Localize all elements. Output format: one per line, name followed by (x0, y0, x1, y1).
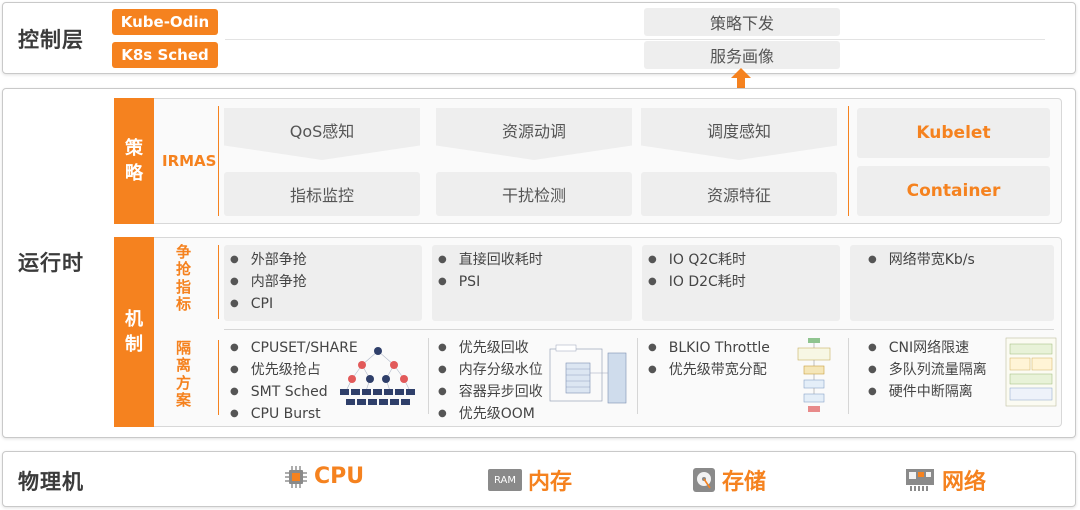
isolation-title-char-3: 方 (176, 373, 192, 392)
strategy-bar: 策 略 (114, 98, 154, 224)
memory-label: 内存 (528, 470, 573, 495)
isolation-title: 隔 离 方 案 (176, 339, 192, 409)
ram-icon: RAM (488, 469, 522, 491)
service-profile-box: 服务画像 (644, 41, 840, 69)
list-item: IO Q2C耗时 (648, 250, 746, 272)
contention-cpu-list: 外部争抢 内部争抢 CPI (230, 250, 307, 316)
blkio-flowchart-thumbnail (797, 338, 831, 412)
cpu-resource: CPU (284, 464, 364, 489)
isolation-cpu-list: CPUSET/SHARE 优先级抢占 SMT Sched CPU Burst (230, 338, 358, 426)
list-item: CNI网络限速 (868, 338, 987, 360)
cpu-label: CPU (314, 464, 365, 489)
physical-layer-label: 物理机 (18, 470, 84, 494)
list-item: 网络带宽Kb/s (868, 250, 975, 272)
network-resource: 网络 (904, 464, 986, 496)
irmas-label: IRMAS (162, 152, 217, 170)
container-box: Container (857, 166, 1050, 216)
list-item: 多队列流量隔离 (868, 360, 987, 382)
mechanism-bar-char-1: 机 (125, 308, 143, 330)
network-label: 网络 (942, 470, 987, 495)
list-item: 内部争抢 (230, 272, 307, 294)
isolation-col-divider-3 (848, 338, 849, 414)
isolation-divider (218, 340, 219, 415)
isolation-net-list: CNI网络限速 多队列流量隔离 硬件中断隔离 (868, 338, 987, 404)
mechanism-row-divider (224, 329, 1054, 330)
irmas-divider (218, 106, 219, 216)
network-card-icon (906, 469, 934, 491)
list-item: 外部争抢 (230, 250, 307, 272)
contention-net-list: 网络带宽Kb/s (868, 250, 975, 272)
isolation-title-char-1: 隔 (176, 339, 192, 357)
list-item: 优先级带宽分配 (648, 360, 770, 382)
network-diagram-thumbnail (1005, 337, 1057, 407)
k8s-sched-button[interactable]: K8s Sched (112, 42, 218, 68)
contention-title-char-4: 标 (176, 294, 192, 313)
contention-mem-list: 直接回收耗时 PSI (438, 250, 543, 294)
policy-dispatch-box: 策略下发 (644, 8, 840, 36)
ram-icon-text: RAM (493, 474, 516, 486)
list-item: 硬件中断隔离 (868, 382, 987, 404)
isolation-title-char-4: 案 (176, 390, 192, 409)
contention-divider (218, 245, 219, 319)
list-item: CPUSET/SHARE (230, 338, 358, 360)
isolation-io-list: BLKIO Throttle 优先级带宽分配 (648, 338, 770, 382)
contention-title: 争 抢 指 标 (176, 243, 192, 313)
mechanism-bar: 机 制 (114, 237, 154, 427)
list-item: CPI (230, 294, 307, 316)
metric-monitor-box: 指标监控 (224, 172, 420, 216)
physical-layer-panel (2, 451, 1076, 507)
kube-odin-button[interactable]: Kube-Odin (112, 9, 218, 35)
storage-label: 存储 (722, 470, 767, 495)
memory-resource: RAM 内存 (488, 464, 572, 496)
list-item: CPU Burst (230, 404, 358, 426)
list-item: BLKIO Throttle (648, 338, 770, 360)
isolation-col-divider-2 (637, 338, 638, 414)
isolation-mem-list: 优先级回收 内存分级水位 容器异步回收 优先级OOM (438, 338, 543, 426)
runtime-layer-label: 运行时 (18, 251, 84, 275)
list-item: 优先级OOM (438, 404, 543, 426)
cpu-chip-icon (285, 465, 307, 488)
list-item: 内存分级水位 (438, 360, 543, 382)
cpu-topology-thumbnail (340, 347, 415, 405)
contention-title-char-1: 争 (176, 243, 192, 261)
contention-title-char-2: 抢 (176, 260, 192, 279)
control-divider (225, 39, 1045, 40)
list-item: PSI (438, 272, 543, 294)
list-item: 优先级抢占 (230, 360, 358, 382)
list-item: 容器异步回收 (438, 382, 543, 404)
storage-resource: 存储 (692, 464, 766, 496)
kubelet-divider (848, 106, 849, 216)
strategy-bar-char-1: 策 (125, 137, 143, 159)
memory-diagram-thumbnail (549, 344, 627, 404)
resource-feature-box: 资源特征 (641, 172, 837, 216)
control-layer-label: 控制层 (18, 28, 84, 52)
list-item: IO D2C耗时 (648, 272, 746, 294)
list-item: 优先级回收 (438, 338, 543, 360)
isolation-col-divider-1 (428, 338, 429, 414)
contention-title-char-3: 指 (176, 277, 192, 296)
isolation-title-char-2: 离 (176, 356, 192, 375)
disk-icon (693, 468, 715, 492)
list-item: SMT Sched (230, 382, 358, 404)
strategy-bar-char-2: 略 (125, 163, 143, 184)
contention-io-list: IO Q2C耗时 IO D2C耗时 (648, 250, 746, 294)
kubelet-box: Kubelet (857, 108, 1050, 158)
interference-detect-box: 干扰检测 (436, 172, 632, 216)
list-item: 直接回收耗时 (438, 250, 543, 272)
mechanism-bar-char-2: 制 (125, 334, 143, 355)
